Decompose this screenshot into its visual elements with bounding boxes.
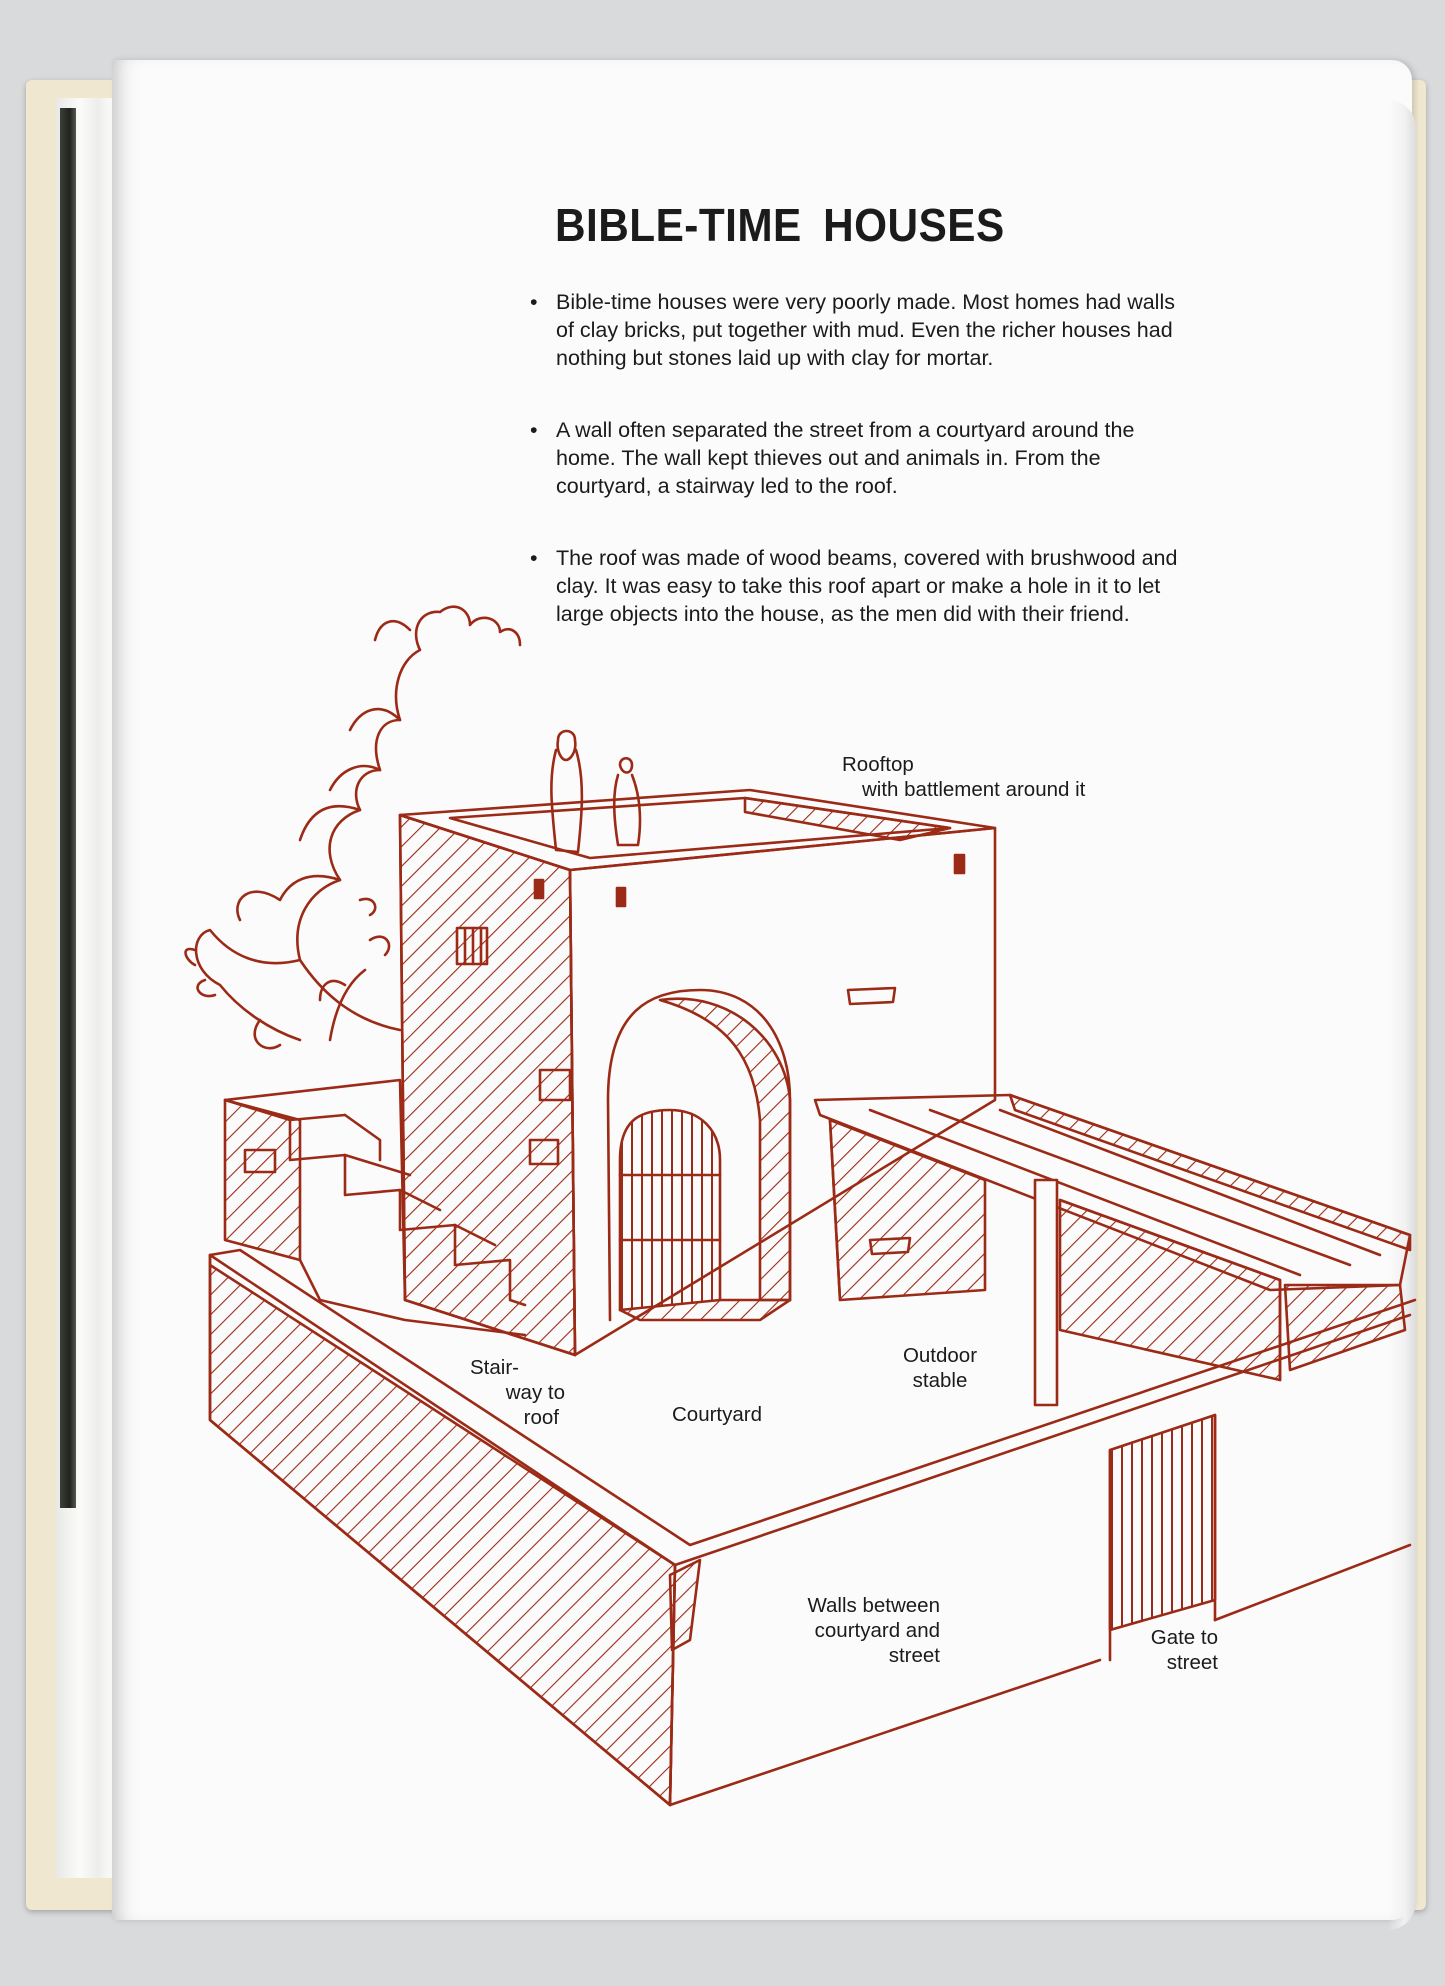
bullet-dot: • xyxy=(530,418,538,442)
bullet-dot: • xyxy=(530,290,538,314)
label-stable-line2: stable xyxy=(912,1369,968,1392)
label-walls-line1: Walls between xyxy=(807,1594,940,1617)
label-rooftop-line2: with battlement around it xyxy=(862,778,1086,801)
stairway xyxy=(223,1068,572,1337)
bullet-paragraph-2: • A wall often separated the street from… xyxy=(530,416,1180,500)
book-page xyxy=(112,60,1416,1930)
label-courtyard: Courtyard xyxy=(672,1403,763,1426)
figures-on-roof xyxy=(550,729,642,854)
bullet-text-2: A wall often separated the street from a… xyxy=(556,418,1135,498)
label-gate-line2: street xyxy=(1166,1651,1218,1674)
label-walls-line2: courtyard and xyxy=(814,1619,940,1642)
bullet-paragraph-3: • The roof was made of wood beams, cover… xyxy=(530,544,1180,628)
page-title: BIBLE-TIME HOUSES xyxy=(555,199,1005,251)
tree-drawing xyxy=(184,605,522,1050)
label-stairway-line1: Stair- xyxy=(470,1356,519,1379)
label-stable-line1: Outdoor xyxy=(902,1344,978,1367)
label-stairway-line3: roof xyxy=(523,1406,559,1429)
label-rooftop-line1: Rooftop xyxy=(842,753,914,776)
bullet-text-3: The roof was made of wood beams, covered… xyxy=(556,546,1178,626)
arch-doorway xyxy=(606,988,792,1322)
label-walls-line3: street xyxy=(888,1644,940,1667)
label-outdoor-stable: Outdoor stable xyxy=(890,1343,990,1393)
binding-strip xyxy=(60,108,76,1508)
label-rooftop: Rooftop with battlement around it xyxy=(842,752,1085,802)
bullet-text-1: Bible-time houses were very poorly made.… xyxy=(556,290,1175,370)
page-curl xyxy=(1388,100,1416,1930)
label-stairway-line2: way to xyxy=(505,1381,565,1404)
house-front-wall xyxy=(398,788,997,1357)
outdoor-stable xyxy=(813,1093,1412,1407)
label-gate: Gate to street xyxy=(1130,1625,1218,1675)
house-left-wall xyxy=(398,813,577,1357)
courtyard-wall xyxy=(208,1248,1417,1807)
bullet-paragraph-1: • Bible-time houses were very poorly mad… xyxy=(530,288,1180,372)
label-gate-line1: Gate to xyxy=(1150,1626,1218,1649)
bullet-dot: • xyxy=(530,546,538,570)
label-walls: Walls between courtyard and street xyxy=(770,1593,940,1668)
label-stairway: Stair- way to roof xyxy=(470,1355,565,1430)
